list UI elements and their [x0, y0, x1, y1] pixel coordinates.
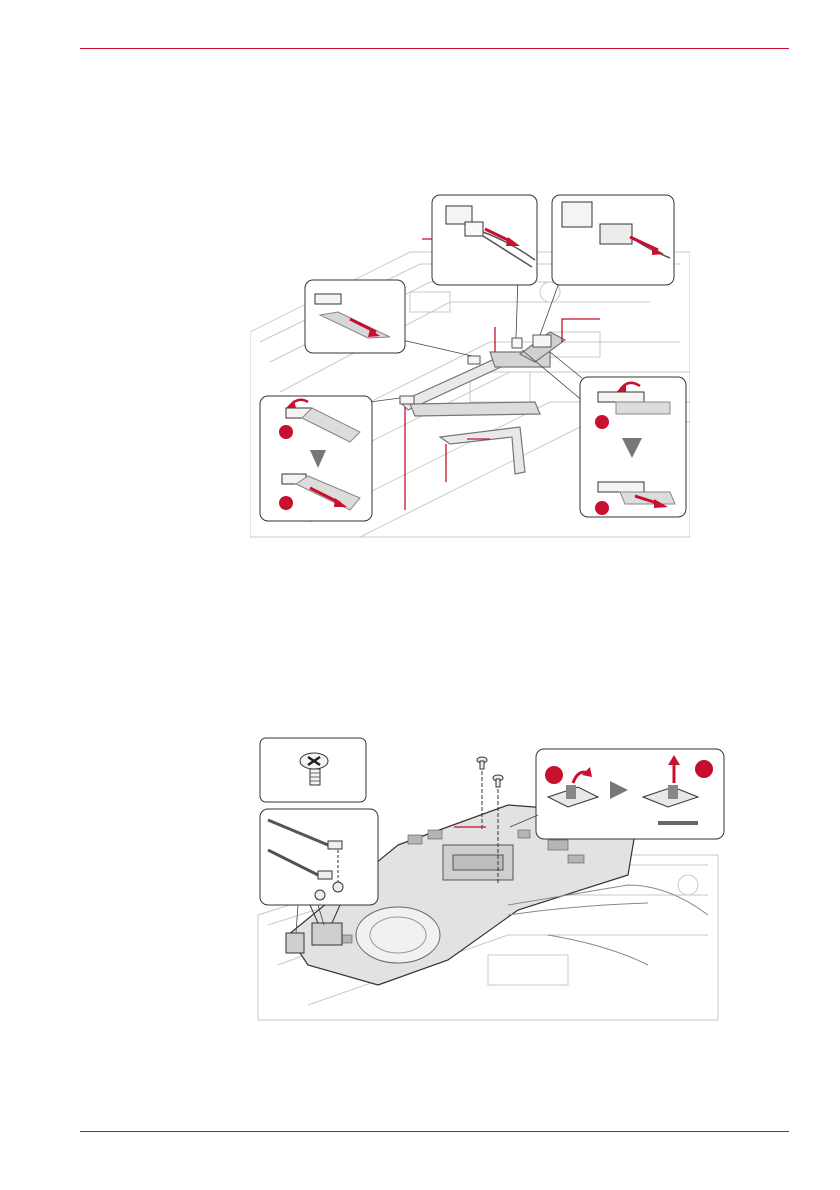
inset-tab-connector — [536, 749, 724, 839]
inset-flat-connector — [305, 280, 405, 353]
cable-disconnect-figure — [250, 192, 690, 542]
inset-right-steps — [580, 377, 686, 517]
step-marker-1 — [279, 425, 293, 439]
board-removal-figure — [248, 735, 728, 1025]
flat-cables — [400, 332, 565, 474]
step-marker-2 — [279, 496, 293, 510]
inset-screw — [260, 738, 366, 802]
inset-lever-connector — [552, 195, 674, 285]
inset-left-steps — [260, 396, 372, 521]
footer-rule — [80, 1131, 789, 1132]
inset-wire-connector — [432, 195, 537, 285]
screw-icon — [477, 757, 487, 769]
screw-icon — [493, 775, 503, 787]
header-rule — [80, 48, 789, 49]
